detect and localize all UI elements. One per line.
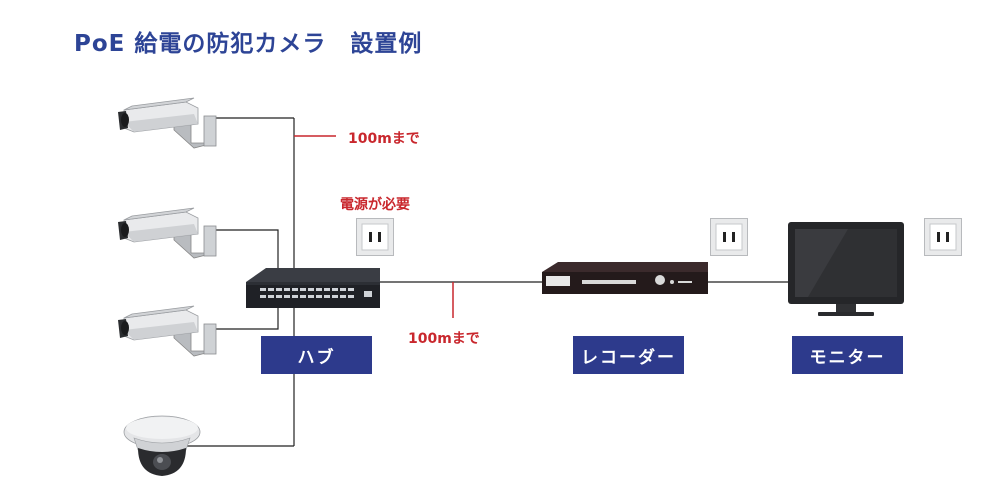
distance-note-recorder: 100mまで xyxy=(408,331,480,347)
power-required-note: 電源が必要 xyxy=(340,197,410,213)
monitor-icon xyxy=(788,222,904,316)
camera-1 xyxy=(117,97,217,149)
recorder-icon xyxy=(542,262,708,294)
power-outlet-icon-monitor xyxy=(924,218,962,256)
power-outlet-icon-recorder xyxy=(710,218,748,256)
monitor-label: モニター xyxy=(792,336,903,374)
distance-note-cameras: 100mまで xyxy=(348,131,420,147)
distance-markers xyxy=(294,135,454,318)
hub-label: ハブ xyxy=(261,336,372,374)
cable-camera-3 xyxy=(205,308,279,330)
cable-camera-2 xyxy=(205,229,279,272)
camera-2 xyxy=(117,207,217,259)
page-title: PoE 給電の防犯カメラ 設置例 xyxy=(74,31,423,57)
power-outlet-icon-hub xyxy=(356,218,394,256)
camera-3 xyxy=(117,305,217,357)
dome-camera-icon xyxy=(123,415,201,476)
recorder-label: レコーダー xyxy=(573,336,684,374)
network-hub-icon xyxy=(246,268,380,308)
